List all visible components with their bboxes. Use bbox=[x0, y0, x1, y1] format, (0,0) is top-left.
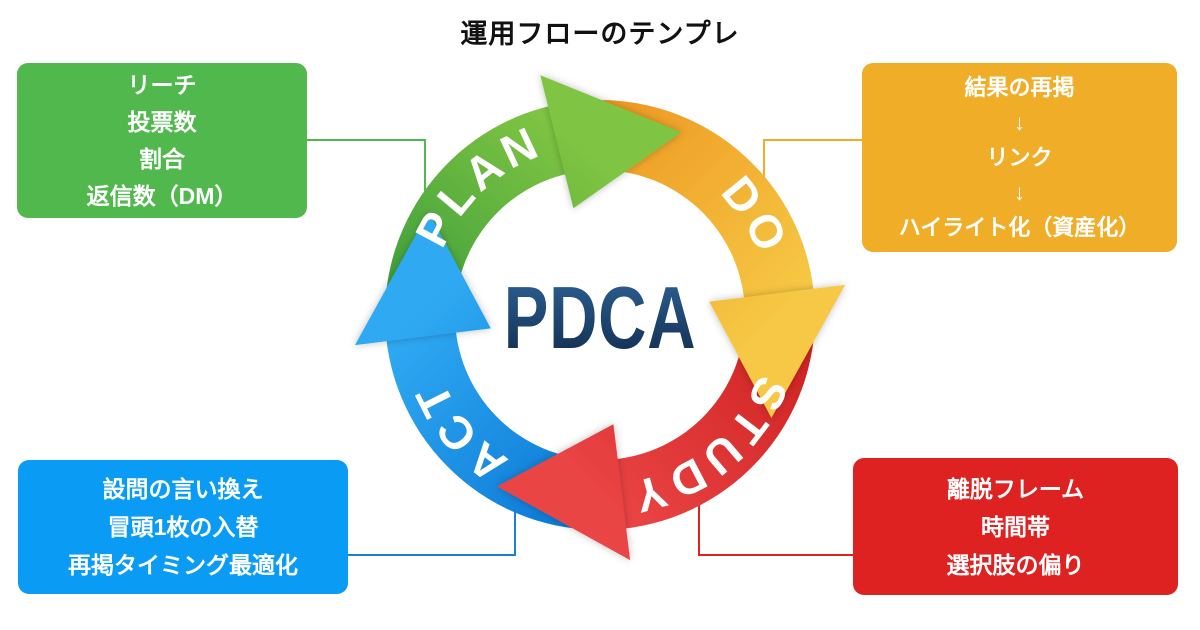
plan-arrowhead bbox=[540, 75, 682, 209]
study-checks-box: 離脱フレーム 時間帯 選択肢の偏り bbox=[853, 458, 1178, 595]
study-arc-label: STUDY bbox=[624, 369, 798, 524]
study-arrowhead bbox=[497, 424, 631, 561]
box-line: 設問の言い換え bbox=[102, 476, 264, 502]
box-line: 冒頭1枚の入替 bbox=[107, 514, 259, 540]
act-connector-vertical bbox=[514, 500, 516, 556]
box-line: 再掲タイミング最適化 bbox=[68, 552, 298, 578]
do-connector-horizontal bbox=[763, 139, 862, 141]
box-line: 割合 bbox=[139, 145, 185, 172]
act-connector-horizontal bbox=[348, 554, 515, 556]
box-line: ハイライト化（資産化） bbox=[898, 215, 1141, 240]
pdca-cycle-diagram: PLAN DO STUDY ACT PDCA bbox=[354, 75, 846, 561]
pdca-center-label: PDCA bbox=[504, 268, 697, 367]
box-line: 時間帯 bbox=[981, 513, 1050, 540]
plan-connector-vertical bbox=[424, 139, 426, 199]
down-arrow-icon: ↓ bbox=[1014, 180, 1025, 205]
box-line: 離脱フレーム bbox=[946, 475, 1085, 502]
study-connector-vertical bbox=[698, 500, 700, 556]
box-line: 結果の再掲 bbox=[964, 75, 1075, 100]
do-arrowhead bbox=[709, 284, 846, 418]
box-line: 投票数 bbox=[127, 108, 197, 135]
study-connector-horizontal bbox=[698, 554, 854, 556]
box-line: 選択肢の偏り bbox=[946, 551, 1085, 578]
do-connector-vertical bbox=[763, 139, 765, 189]
plan-connector-horizontal bbox=[307, 139, 426, 141]
down-arrow-icon: ↓ bbox=[1014, 110, 1025, 135]
act-actions-box: 設問の言い換え 冒頭1枚の入替 再掲タイミング最適化 bbox=[18, 460, 348, 594]
box-line: リーチ bbox=[127, 71, 197, 98]
page-title: 運用フローのテンプレ bbox=[460, 19, 740, 49]
act-arrowhead bbox=[354, 212, 491, 346]
plan-metrics-box: リーチ 投票数 割合 返信数（DM） bbox=[17, 63, 307, 218]
do-steps-box: 結果の再掲 ↓ リンク ↓ ハイライト化（資産化） bbox=[862, 63, 1177, 252]
box-line: 返信数（DM） bbox=[86, 182, 238, 209]
box-line: リンク bbox=[986, 145, 1053, 170]
